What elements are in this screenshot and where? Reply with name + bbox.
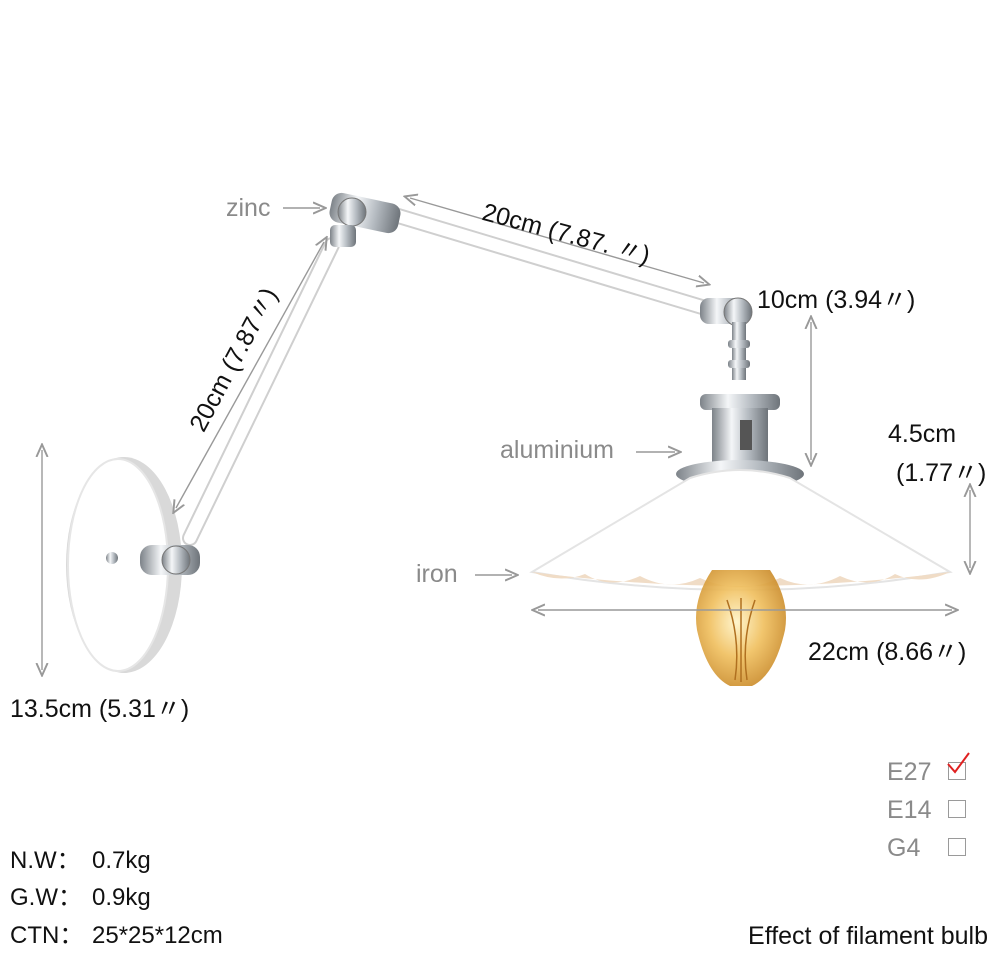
shade-diameter-dimension: 22cm (8.66〃)	[808, 638, 967, 666]
socket-e27-checkbox	[948, 762, 966, 780]
carton-size-label: CTN：	[10, 922, 84, 949]
check-mark-icon	[947, 752, 970, 774]
wall-base	[66, 457, 182, 673]
socket-e27-label: E27	[887, 758, 932, 786]
socket-e14-label: E14	[887, 796, 932, 824]
gross-weight-value: 0.9kg	[92, 884, 151, 911]
carton-size-value: 25*25*12cm	[92, 922, 223, 949]
dimension-arrows	[42, 198, 970, 670]
shade-height-dimension: 4.5cm	[888, 420, 957, 448]
gross-weight-label: G.W：	[10, 884, 82, 911]
net-weight-value: 0.7kg	[92, 847, 151, 874]
material-iron-label: iron	[416, 560, 458, 588]
material-aluminium-label: aluminium	[500, 436, 614, 464]
bulb-caption: Effect of filament bulb	[748, 922, 988, 950]
stem-dimension: 10cm (3.94〃)	[757, 286, 916, 314]
base-height-dimension: 13.5cm (5.31〃)	[10, 695, 190, 723]
material-zinc-label: zinc	[226, 194, 271, 222]
socket-g4-checkbox	[948, 838, 966, 856]
filament-bulb	[696, 570, 786, 686]
socket-e14-checkbox	[948, 800, 966, 818]
socket-g4-label: G4	[887, 834, 921, 862]
net-weight-label: N.W：	[10, 847, 81, 874]
shade-height-inches: (1.77〃)	[896, 459, 987, 487]
shade	[529, 469, 953, 591]
elbow-joint	[700, 297, 753, 380]
